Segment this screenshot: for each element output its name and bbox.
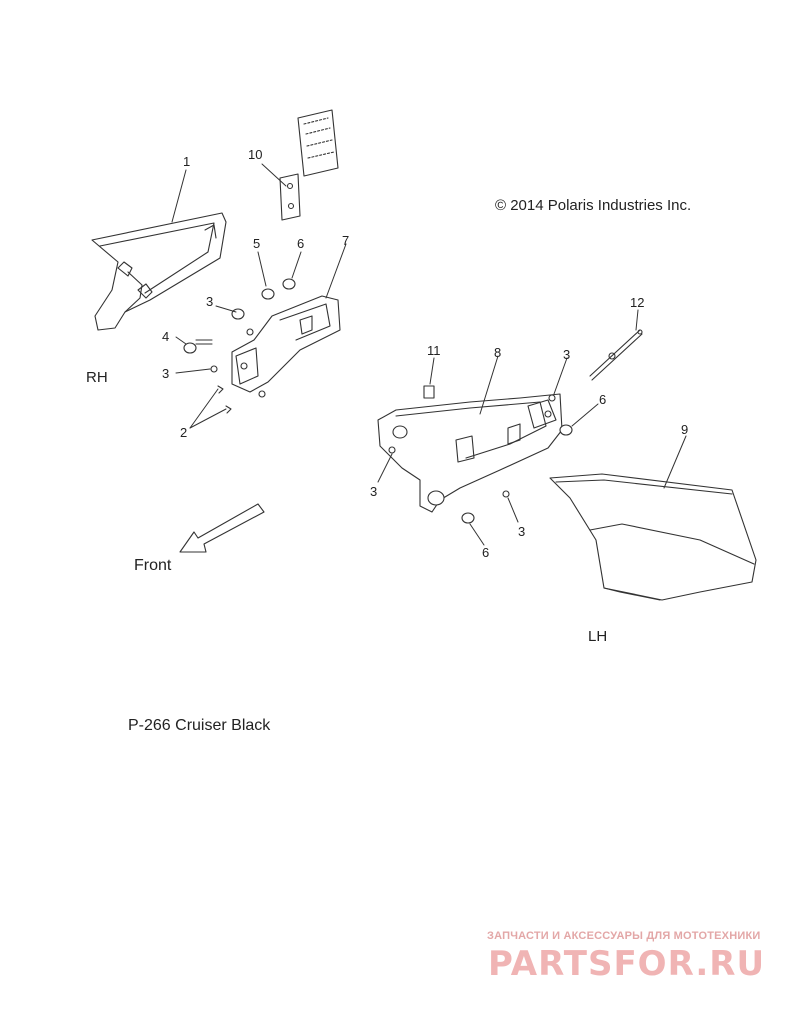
front-arrow [179,503,265,553]
part-7-rh-bracket [231,295,341,398]
callout-3: 3 [563,347,571,362]
callout-6: 6 [482,545,490,560]
part-caption: P-266 Cruiser Black [128,717,271,734]
callout-7: 7 [342,233,350,248]
callout-3: 3 [370,484,378,499]
leader-lines [171,163,687,546]
callout-1: 1 [183,154,191,169]
callout-12: 12 [630,295,645,310]
callout-5: 5 [253,236,261,251]
callout-4: 4 [162,329,170,344]
part-8-lh-bracket [377,393,563,513]
callout-2: 2 [180,425,188,440]
callout-3: 3 [162,366,170,381]
watermark-logo: PARTSFOR.RU [488,944,766,984]
rh-label: RH [86,369,108,386]
part-9-lh-side-cover [549,473,757,601]
callout-11: 11 [427,343,441,358]
callout-10: 10 [248,147,263,162]
lh-hardware [388,385,573,524]
lh-label: LH [588,628,608,645]
front-label: Front [134,557,172,574]
part-1-rh-side-cover [91,212,227,331]
watermark-tagline: ЗАПЧАСТИ И АКСЕССУАРЫ ДЛЯ МОТОТЕХНИКИ [487,930,761,942]
callout-8: 8 [494,345,502,360]
callout-6: 6 [599,392,607,407]
part-12-cable-tie [589,329,643,381]
callout-9: 9 [681,422,689,437]
callout-3: 3 [206,294,214,309]
copyright-notice: © 2014 Polaris Industries Inc. [495,197,692,214]
callout-3: 3 [518,524,526,539]
callout-6: 6 [297,236,305,251]
part-10-bracket [279,109,339,221]
rh-hardware [183,278,296,414]
